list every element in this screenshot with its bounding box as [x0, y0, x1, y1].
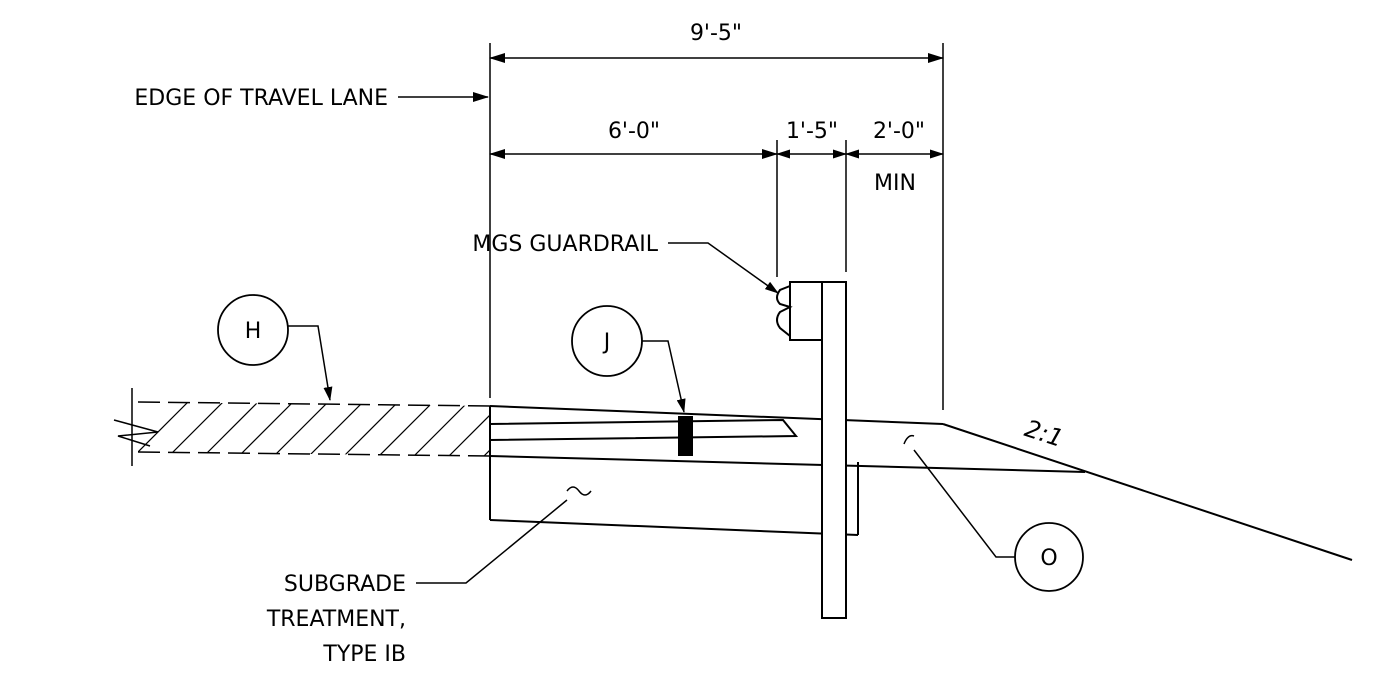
subgrade-callout: SUBGRADE TREATMENT, TYPE IB — [266, 499, 568, 667]
joint-bar — [678, 416, 693, 456]
guardrail — [776, 281, 847, 619]
callout-h-label: H — [245, 319, 262, 344]
edge-of-travel-lane-label: EDGE OF TRAVEL LANE — [134, 86, 388, 111]
callout-o-label: O — [1040, 546, 1057, 571]
subgrade-label-line2: TREATMENT, — [266, 607, 406, 632]
slope-label: 2:1 — [1021, 414, 1066, 453]
guardrail-blockout — [789, 281, 823, 341]
callout-j-label: J — [602, 330, 611, 355]
dimension-lane-offset: 6'-0" — [489, 119, 778, 159]
callout-h: H — [217, 294, 333, 401]
guardrail-post — [821, 281, 847, 619]
subgrade-label-line3: TYPE IB — [322, 642, 406, 667]
dimension-post-width: 1'-5" — [776, 119, 847, 159]
mgs-guardrail-callout: MGS GUARDRAIL — [472, 232, 779, 294]
embankment: 2:1 — [903, 414, 1353, 561]
callout-o: O — [913, 449, 1084, 592]
dimension-post-width-label: 1'-5" — [786, 119, 838, 144]
subgrade-label-line1: SUBGRADE — [284, 572, 406, 597]
dimension-behind-post-label: 2'-0" — [873, 119, 925, 144]
subgrade-treatment-block — [489, 406, 859, 536]
dimension-behind-post: 2'-0" MIN — [845, 119, 944, 196]
existing-pavement — [113, 388, 491, 466]
callout-j: J — [571, 305, 686, 413]
dimension-behind-post-note: MIN — [874, 171, 916, 196]
dimension-lane-offset-label: 6'-0" — [608, 119, 660, 144]
edge-of-travel-lane-leader: EDGE OF TRAVEL LANE — [134, 86, 489, 111]
extension-lines — [489, 43, 944, 410]
w-beam-rail — [776, 285, 793, 337]
shoulder-pavement — [489, 405, 1086, 473]
dimension-overall: 9'-5" — [489, 21, 944, 63]
dimension-overall-label: 9'-5" — [690, 21, 742, 46]
mgs-guardrail-label: MGS GUARDRAIL — [472, 232, 658, 257]
